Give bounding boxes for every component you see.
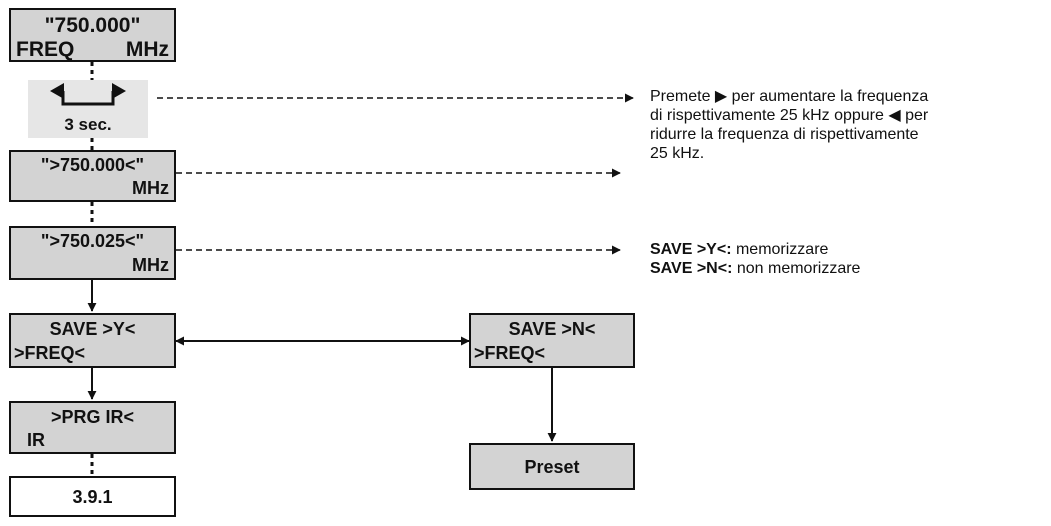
freq-display: "750.000" FREQ MHz	[9, 8, 176, 62]
save-note-yes-key: SAVE >Y<:	[650, 241, 732, 258]
save-note-no-text: non memorizzare	[732, 260, 861, 277]
edit-display-2: ">750.025<" MHz	[9, 226, 176, 280]
save-note: SAVE >Y<: memorizzare SAVE >N<: non memo…	[650, 240, 1041, 278]
preset-label: Preset	[524, 457, 580, 477]
hold-duration-label: 3 sec.	[64, 115, 112, 134]
save-no-mode: >FREQ<	[474, 343, 546, 363]
edit-display-1-value: ">750.000<"	[40, 155, 145, 175]
save-note-yes-text: memorizzare	[731, 241, 829, 258]
frequency-note-line-4: 25 kHz.	[650, 145, 705, 162]
frequency-note: Premete ▶ per aumentare la frequenza di …	[650, 87, 1041, 163]
save-note-no-key: SAVE >N<:	[650, 260, 733, 277]
frequency-note-line-2: di rispettivamente 25 kHz oppure ◀ per	[650, 107, 929, 124]
freq-display-value: "750.000"	[44, 14, 141, 37]
frequency-note-line-3: ridurre la frequenza di rispettivamente	[650, 126, 919, 143]
edit-display-2-unit: MHz	[132, 255, 169, 275]
edit-display-1: ">750.000<" MHz	[9, 150, 176, 202]
save-note-yes: SAVE >Y<: memorizzare	[650, 240, 1041, 259]
right-arrow-icon	[112, 83, 126, 99]
press-bracket	[50, 83, 126, 106]
frequency-note-line-1: Premete ▶ per aumentare la frequenza	[650, 88, 929, 105]
prg-ir-display: >PRG IR< IR	[9, 401, 176, 454]
prg-ir-mode: IR	[27, 430, 45, 450]
edit-display-1-unit: MHz	[132, 178, 169, 198]
hold-buttons: 3 sec.	[28, 80, 148, 138]
section-reference-label: 3.9.1	[72, 487, 113, 507]
save-yes-label: SAVE >Y<	[49, 319, 136, 339]
prg-ir-label: >PRG IR<	[50, 407, 135, 427]
save-no-display: SAVE >N< >FREQ<	[469, 313, 635, 368]
edit-display-2-value: ">750.025<"	[40, 231, 145, 251]
save-yes-display: SAVE >Y< >FREQ<	[9, 313, 176, 368]
freq-display-label: FREQ	[16, 38, 75, 61]
save-note-no: SAVE >N<: non memorizzare	[650, 259, 1041, 278]
left-arrow-icon	[50, 83, 64, 99]
freq-display-unit: MHz	[125, 38, 169, 61]
save-no-label: SAVE >N<	[508, 319, 596, 339]
save-yes-mode: >FREQ<	[14, 343, 86, 363]
preset-box: Preset	[469, 443, 635, 490]
section-reference: 3.9.1	[9, 476, 176, 517]
